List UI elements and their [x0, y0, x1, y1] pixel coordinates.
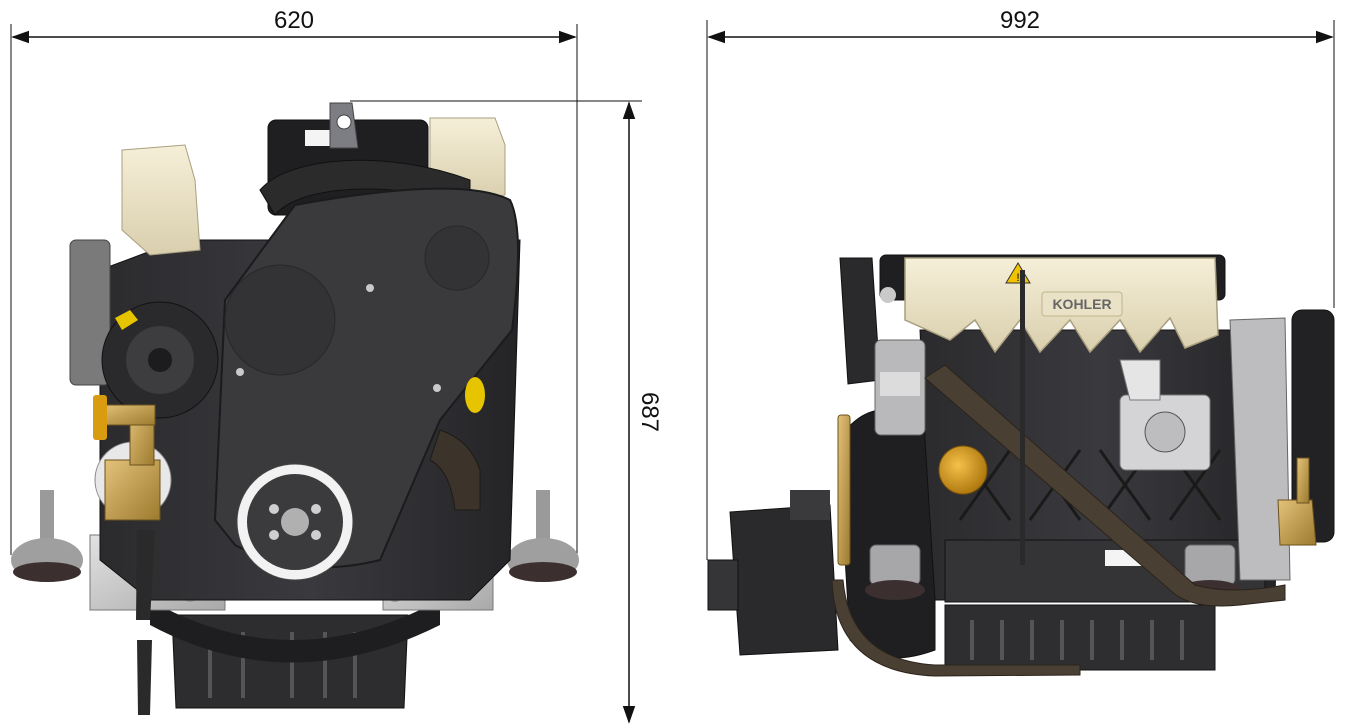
side-rear-cover: [1229, 317, 1291, 581]
front-coolant-hose: [136, 530, 155, 620]
front-exhaust-elbow: [429, 429, 481, 511]
side-brass-fitting: [837, 414, 851, 566]
front-alternator-accent: [465, 377, 485, 413]
side-coolant-hose-lower: [831, 579, 1081, 677]
front-oil-dipstick-handle: [93, 395, 107, 440]
front-air-intake-housing: [121, 144, 201, 256]
side-raw-water-pump: [1277, 499, 1317, 546]
side-oil-filler-cap: [938, 445, 988, 495]
front-engine-mount-right: [507, 490, 579, 582]
engine-front-view: [11, 102, 579, 715]
side-heat-exchanger-cap: [839, 257, 881, 385]
side-dipstick: [1020, 270, 1025, 565]
side-oil-sump: [944, 604, 1216, 671]
svg-text:!: !: [1016, 272, 1019, 284]
side-engine-mount-front: [865, 544, 925, 600]
height-label: 687: [636, 392, 663, 432]
side-length-dimension: 992: [706, 7, 1335, 560]
height-dimension: 687: [350, 100, 663, 724]
front-starter-motor: [69, 239, 111, 386]
side-exhaust-hose: [924, 364, 1286, 607]
front-width-label: 620: [274, 7, 314, 34]
kohler-logo-plate: [1041, 291, 1123, 317]
side-gearbox: [729, 504, 839, 656]
engine-side-view: ! KOHLER: [707, 254, 1335, 677]
side-length-label: 992: [1000, 7, 1040, 34]
kohler-logo-text: KOHLER: [1052, 296, 1111, 312]
front-yellow-hose-clamp: [115, 310, 138, 330]
front-flywheel-housing: [150, 600, 440, 663]
front-width-dimension: 620: [10, 7, 578, 555]
front-engine-mount-left: [11, 490, 83, 582]
